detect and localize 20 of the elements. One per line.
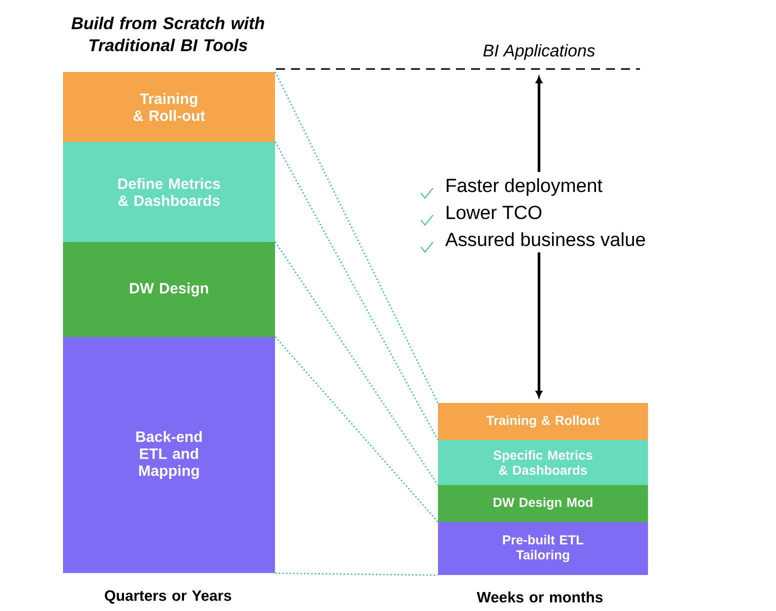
benefit-list: Faster deployment Lower TCO Assured business value <box>445 178 645 246</box>
arrow <box>536 76 542 172</box>
heading-text: BI Applications <box>483 44 595 60</box>
connector-line <box>275 572 438 576</box>
connector-line <box>274 336 438 522</box>
caption-text: Weeks or months <box>476 592 603 602</box>
caption-text: Build from Scratch with Traditional BI Tools <box>72 16 264 52</box>
stage-block: Specific Metrics & Dashboards <box>438 440 648 485</box>
connector-line <box>274 241 438 486</box>
stage-block: Pre-built ETL Tailoring <box>438 522 648 575</box>
stage-block: Training & Roll-out <box>63 72 275 142</box>
stage-block: Back-end ETL and Mapping <box>63 337 275 573</box>
connector-line <box>274 141 438 440</box>
stage-block: DW Design Mod <box>438 485 648 522</box>
stage-block: Define Metrics & Dashboards <box>63 142 275 242</box>
connector-line <box>274 72 438 404</box>
stage-block: Training & Rollout <box>438 403 648 440</box>
stage-block: DW Design <box>63 242 275 337</box>
arrow <box>536 252 542 398</box>
caption-text: Quarters or Years <box>104 590 232 604</box>
